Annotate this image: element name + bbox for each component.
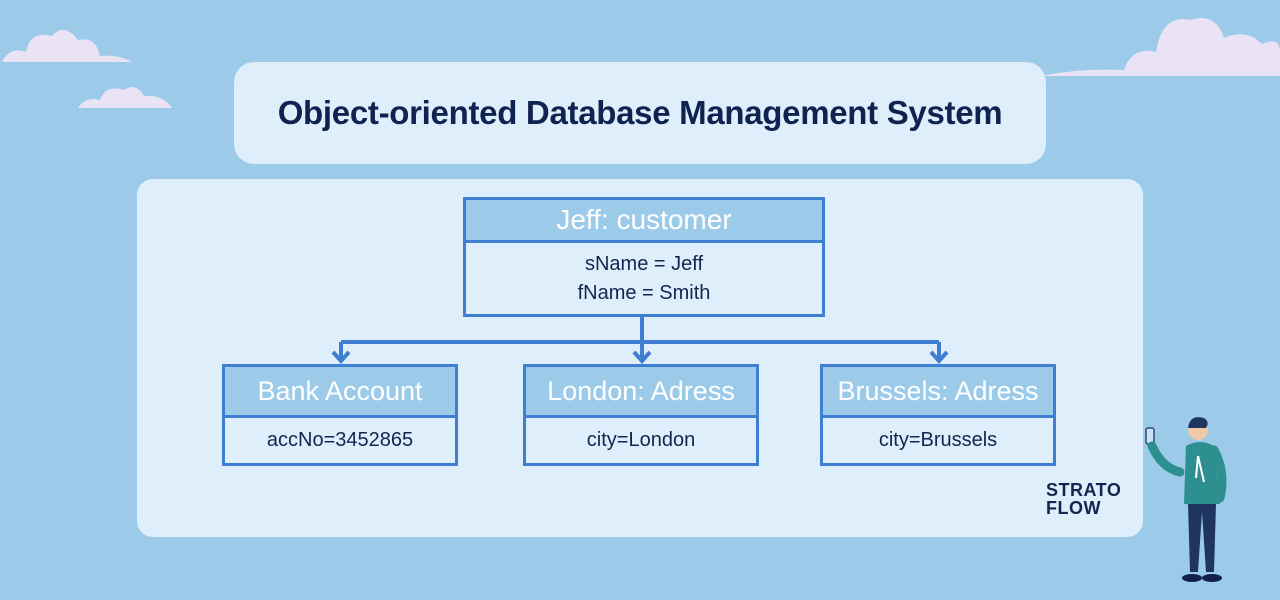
object-header: London: Adress bbox=[526, 367, 756, 418]
cloud-left-small bbox=[78, 87, 172, 108]
object-header: Bank Account bbox=[225, 367, 455, 418]
logo-line-2: FLOW bbox=[1046, 498, 1101, 518]
stratoflow-logo: STRATO FLOW bbox=[1046, 481, 1121, 517]
object-attributes: city=London bbox=[526, 418, 756, 463]
title-card: Object-oriented Database Management Syst… bbox=[234, 62, 1046, 164]
attribute-sname: sName = Jeff bbox=[584, 252, 704, 275]
bank-account-object-box: Bank Account accNo=3452865 bbox=[222, 364, 458, 466]
attribute-fname: fName = Smith bbox=[577, 281, 711, 304]
arrow-down-icon bbox=[929, 350, 949, 365]
person-illustration bbox=[1145, 417, 1227, 582]
london-address-object-box: London: Adress city=London bbox=[523, 364, 759, 466]
cloud-top-right bbox=[1040, 18, 1280, 77]
attribute-city: city=Brussels bbox=[878, 429, 998, 451]
logo-line-1: STRATO bbox=[1046, 480, 1122, 500]
object-header: Brussels: Adress bbox=[823, 367, 1053, 418]
object-header: Jeff: customer bbox=[466, 200, 822, 243]
object-attributes: city=Brussels bbox=[823, 418, 1053, 463]
arrow-down-icon bbox=[331, 350, 351, 365]
customer-object-box: Jeff: customer sName = Jeff fName = Smit… bbox=[463, 197, 825, 317]
brussels-address-object-box: Brussels: Adress city=Brussels bbox=[820, 364, 1056, 466]
page-title: Object-oriented Database Management Syst… bbox=[277, 94, 1003, 131]
object-attributes: accNo=3452865 bbox=[225, 418, 455, 463]
cloud-top-left bbox=[2, 29, 132, 62]
attribute-city: city=London bbox=[586, 429, 696, 451]
attribute-accno: accNo=3452865 bbox=[266, 429, 414, 451]
object-attributes: sName = Jeff fName = Smith bbox=[466, 243, 822, 314]
arrow-down-icon bbox=[632, 350, 652, 365]
